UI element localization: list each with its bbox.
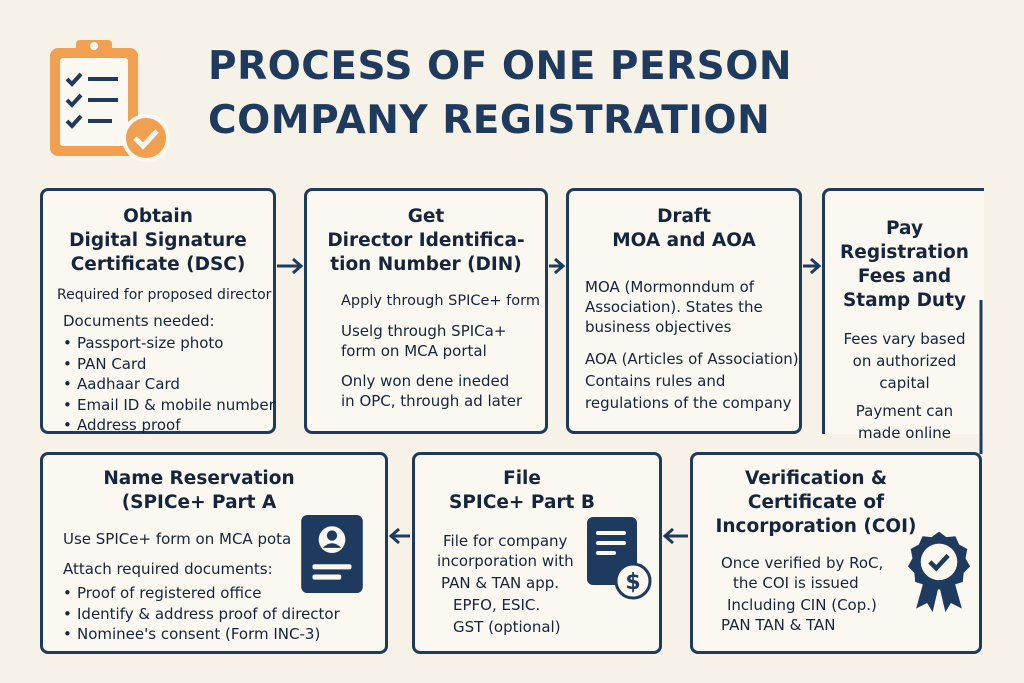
step-coi-title: Verification & Certificate of Incorporat… bbox=[715, 468, 917, 537]
step-coi-line3: Including CIN (Cop.) bbox=[727, 596, 877, 614]
list-item: Passport-size photo bbox=[63, 333, 275, 354]
list-item: Aadhaar Card bbox=[63, 374, 275, 395]
arrow-right-icon bbox=[277, 257, 304, 275]
step-partb-title: File SPICe+ Part B bbox=[449, 468, 595, 513]
step-fees: Pay Registration Fees and Stamp Duty Fee… bbox=[822, 188, 984, 442]
step-name-docs-label: Attach required documents: bbox=[63, 560, 273, 578]
step-coi-line1: Once verified by RoC, bbox=[721, 554, 884, 572]
arrow-right-icon bbox=[803, 257, 822, 275]
svg-text:$: $ bbox=[625, 570, 640, 595]
title-line-2: COMPANY REGISTRATION bbox=[208, 98, 771, 143]
step-din-line2b: form on MCA portal bbox=[341, 342, 487, 360]
step-partb-line2: incorporation with bbox=[437, 552, 574, 570]
step-dsc-title: Obtain Digital Signature Certificate (DS… bbox=[69, 206, 247, 275]
step-fees-line1: Fees vary based bbox=[843, 330, 966, 348]
list-item: PAN Card bbox=[63, 354, 275, 375]
step-moa-title: Draft MOA and AOA bbox=[612, 206, 756, 251]
step-dsc-docs-list: Passport-size photo PAN Card Aadhaar Car… bbox=[63, 333, 275, 436]
step-dsc: Obtain Digital Signature Certificate (DS… bbox=[40, 188, 276, 436]
step-fees-title: Pay Registration Fees and Stamp Duty bbox=[840, 218, 969, 311]
step-din: Get Director Identifica- tion Number (DI… bbox=[304, 188, 548, 434]
step-name-line1: Use SPICe+ form on MCA pota bbox=[63, 530, 292, 548]
list-item: Proof of registered office bbox=[63, 583, 340, 604]
arrow-right-icon bbox=[549, 257, 566, 275]
step-partb-line4: EPFO, ESIC. bbox=[453, 596, 541, 614]
step-fees-line3: capital bbox=[879, 374, 930, 392]
step-din-line2a: Uselg through SPICa+ bbox=[341, 322, 507, 340]
arrow-left-icon bbox=[388, 527, 410, 545]
step-name-title: Name Reservation (SPICe+ Part A bbox=[103, 468, 295, 513]
step-partb-line1: File for company bbox=[443, 532, 568, 550]
step-moa: Draft MOA and AOA MOA (Mormonndum of Ass… bbox=[566, 188, 802, 434]
step-din-title: Get Director Identifica- tion Number (DI… bbox=[327, 206, 525, 275]
step-fees-line5: made online bbox=[857, 424, 952, 442]
step-name-reservation: Name Reservation (SPICe+ Part A Use SPIC… bbox=[40, 452, 388, 654]
step-moa-line2: Association). States the bbox=[585, 298, 763, 316]
step-dsc-subtitle: Required for proposed director bbox=[57, 287, 272, 303]
list-item: Nominee's consent (Form INC-3) bbox=[63, 624, 340, 645]
step-partb-line3: PAN & TAN app. bbox=[441, 574, 560, 592]
list-item: Identify & address proof of director bbox=[63, 604, 340, 625]
step-moa-line3: business objectives bbox=[585, 318, 732, 336]
step-dsc-docs-label: Documents needed: bbox=[63, 312, 215, 330]
step-name-docs-list: Proof of registered office Identify & ad… bbox=[63, 583, 340, 645]
step-verification-coi: Verification & Certificate of Incorporat… bbox=[690, 452, 982, 654]
clipboard-checklist-icon bbox=[50, 40, 170, 162]
certificate-badge-icon bbox=[907, 531, 971, 613]
step-aoa-line3: regulations of the company bbox=[585, 394, 792, 412]
step-moa-line1: MOA (Mormonndum of bbox=[585, 278, 755, 296]
step-spice-part-b: File SPICe+ Part B File for company inco… bbox=[412, 452, 662, 654]
id-card-icon bbox=[301, 515, 363, 593]
step-aoa-line2: Contains rules and bbox=[585, 372, 726, 390]
step-aoa-line1: AOA (Articles of Association) bbox=[585, 350, 799, 368]
list-item: Email ID & mobile number bbox=[63, 395, 275, 416]
step-din-line3a: Only won dene ineded bbox=[341, 372, 510, 390]
title-line-1: PROCESS OF ONE PERSON bbox=[208, 44, 793, 89]
step-coi-line4: PAN TAN & TAN bbox=[721, 616, 836, 634]
document-payment-icon: $ bbox=[587, 517, 652, 600]
step-coi-line2: the COI is issued bbox=[733, 574, 859, 592]
step-din-line3b: in OPC, through ad later bbox=[341, 392, 523, 410]
step-partb-line5: GST (optional) bbox=[453, 618, 561, 636]
step-din-line1: Apply through SPICe+ form bbox=[341, 293, 540, 309]
step-fees-line4: Payment can bbox=[855, 402, 954, 420]
page-title: PROCESS OF ONE PERSON COMPANY REGISTRATI… bbox=[208, 40, 792, 148]
step-fees-line2: on authorized bbox=[852, 352, 957, 370]
list-item: Address proof bbox=[63, 415, 275, 436]
